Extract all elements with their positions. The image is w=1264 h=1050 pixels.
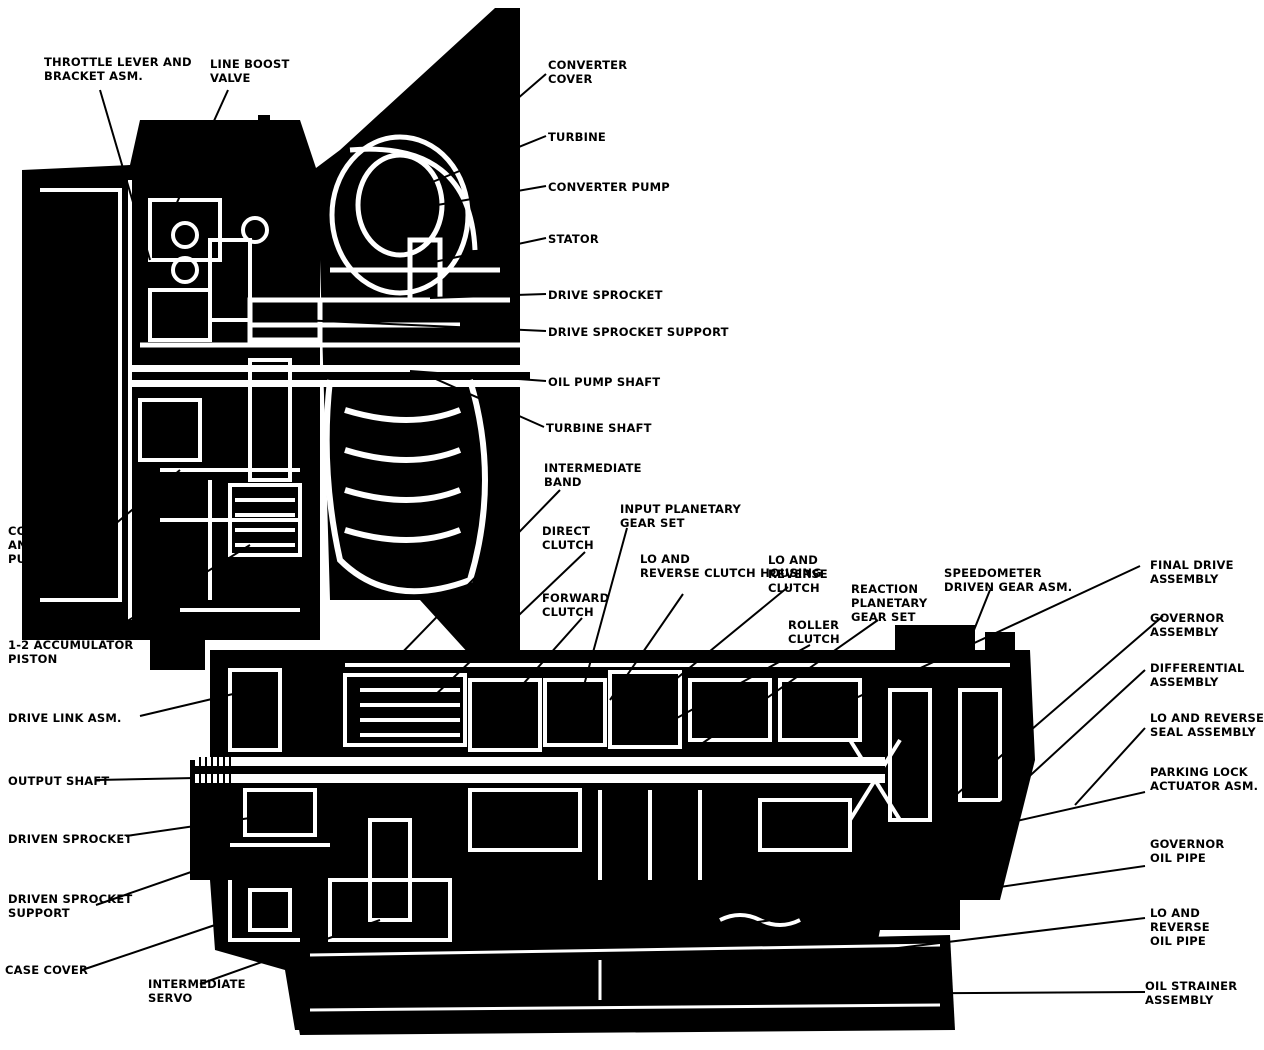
speedometer-gear — [895, 625, 1015, 655]
label-lo-reverse-clutch: LO AND REVERSE CLUTCH — [768, 553, 828, 595]
label-lo-reverse-seal: LO AND REVERSE SEAL ASSEMBLY — [1150, 711, 1264, 739]
sprocket-servo-details — [228, 788, 452, 942]
oil-pump-shaft-bar — [130, 372, 530, 380]
throttle-lever-hardware — [150, 115, 270, 175]
label-output-shaft: OUTPUT SHAFT — [8, 774, 110, 788]
label-reaction-planetary-gear-set: REACTION PLANETARY GEAR SET — [851, 582, 928, 624]
label-stator: STATOR — [548, 232, 599, 246]
label-input-planetary-gear-set: INPUT PLANETARY GEAR SET — [620, 502, 742, 530]
label-driven-sprocket-support: DRIVEN SPROCKET SUPPORT — [8, 892, 133, 920]
label-oil-pump-shaft: OIL PUMP SHAFT — [548, 375, 661, 389]
label-differential: DIFFERENTIAL ASSEMBLY — [1150, 661, 1245, 689]
intermediate-band-drum — [323, 379, 488, 595]
label-turbine-shaft: TURBINE SHAFT — [546, 421, 652, 435]
label-final-drive: FINAL DRIVE ASSEMBLY — [1150, 558, 1234, 586]
label-intermediate-servo: INTERMEDIATE SERVO — [148, 977, 246, 1005]
label-governor: GOVERNOR ASSEMBLY — [1150, 611, 1225, 639]
label-turbine: TURBINE — [548, 130, 606, 144]
label-converter-cover: CONVERTER COVER — [548, 58, 628, 86]
label-control-valve-pump: CONTROL VALVE AND PUMP ASM. — [8, 524, 116, 566]
label-oil-strainer: OIL STRAINER ASSEMBLY — [1145, 979, 1238, 1007]
output-shaft-core — [195, 766, 885, 774]
oil-pan-details — [309, 943, 941, 1012]
label-lo-reverse-oil-pipe: LO AND REVERSE OIL PIPE — [1150, 906, 1210, 948]
label-drive-link: DRIVE LINK ASM. — [8, 711, 122, 725]
label-direct-clutch: DIRECT CLUTCH — [542, 524, 594, 552]
label-case-cover: CASE COVER — [5, 963, 88, 977]
label-driven-sprocket: DRIVEN SPROCKET — [8, 832, 133, 846]
converter-housing — [300, 8, 520, 655]
label-parking-lock-actuator: PARKING LOCK ACTUATOR ASM. — [1150, 765, 1259, 793]
label-line-boost-valve: LINE BOOST VALVE — [210, 57, 290, 85]
label-speedometer-driven-gear: SPEEDOMETER DRIVEN GEAR ASM. — [944, 566, 1073, 594]
label-converter-pump: CONVERTER PUMP — [548, 180, 670, 194]
label-forward-clutch: FORWARD CLUTCH — [542, 591, 610, 619]
valve-body-details — [40, 180, 302, 620]
label-drive-sprocket-support: DRIVE SPROCKET SUPPORT — [548, 325, 729, 339]
control-valve-body — [22, 120, 320, 670]
label-governor-oil-pipe: GOVERNOR OIL PIPE — [1150, 837, 1225, 865]
label-roller-clutch: ROLLER CLUTCH — [788, 618, 840, 646]
label-throttle-lever: THROTTLE LEVER AND BRACKET ASM. — [44, 55, 192, 83]
label-lo-reverse-clutch-housing: LO AND REVERSE CLUTCH HOUSING — [640, 552, 822, 580]
output-shaft-splines — [199, 757, 231, 783]
gear-train-internals — [228, 663, 1010, 927]
leader-lines — [59, 73, 1164, 996]
label-intermediate-band: INTERMEDIATE BAND — [544, 461, 642, 489]
label-accumulator-piston: 1-2 ACCUMULATOR PISTON — [8, 638, 134, 666]
label-drive-sprocket: DRIVE SPROCKET — [548, 288, 663, 302]
